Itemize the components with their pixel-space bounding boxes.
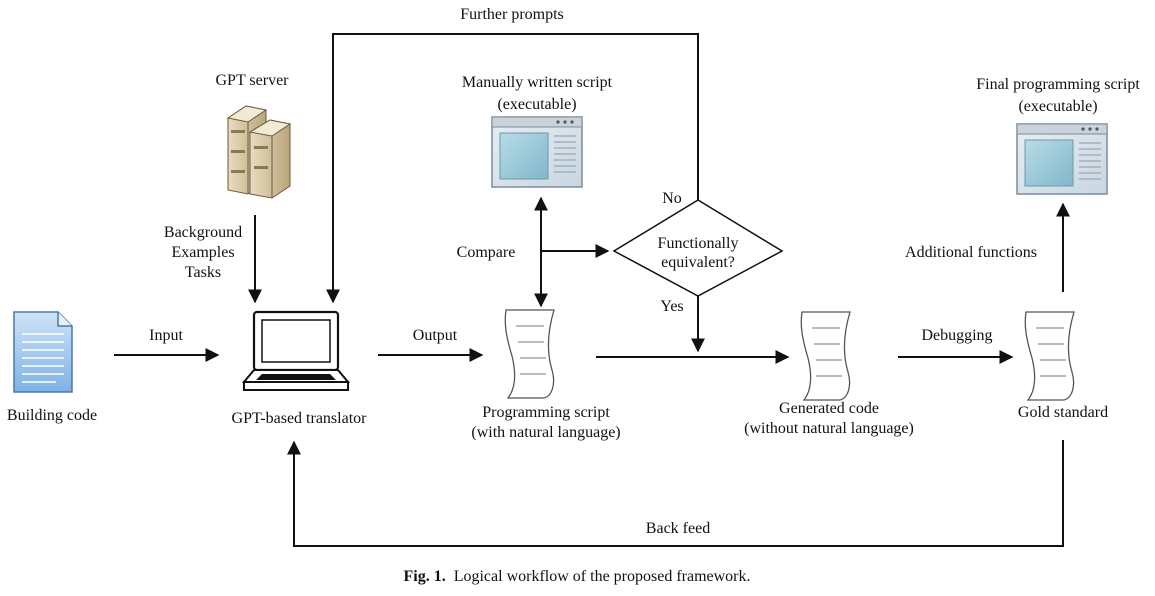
input-label: Input bbox=[149, 327, 183, 344]
programming-script-label: Programming script bbox=[482, 404, 610, 421]
compare-label: Compare bbox=[456, 244, 516, 261]
further-prompts-loop bbox=[326, 33, 699, 304]
output-label: Output bbox=[412, 327, 458, 344]
gold-standard-scroll-icon bbox=[1024, 311, 1075, 401]
figure-caption: Fig. 1. Logical workflow of the proposed… bbox=[403, 568, 750, 586]
programming-script-sublabel: (with natural language) bbox=[471, 424, 621, 441]
manual-script-label: Manually written script bbox=[461, 74, 613, 91]
back-feed-label: Back feed bbox=[645, 520, 711, 537]
background-label: Background bbox=[163, 224, 243, 241]
gpt-server-label: GPT server bbox=[215, 72, 289, 89]
decision-label-line1: Functionally bbox=[657, 235, 739, 252]
figure-caption-label: Fig. 1. bbox=[403, 568, 446, 585]
generated-code-sublabel: (without natural language) bbox=[744, 420, 914, 437]
generated-code-label: Generated code bbox=[779, 400, 879, 417]
translator-label: GPT-based translator bbox=[231, 410, 367, 427]
final-script-label: Final programming script bbox=[976, 76, 1140, 93]
yes-label: Yes bbox=[660, 298, 684, 315]
back-feed-loop bbox=[287, 440, 1064, 547]
gpt-translator-laptop-icon bbox=[241, 310, 351, 391]
generated-code-scroll-icon bbox=[800, 311, 851, 401]
further-prompts-label: Further prompts bbox=[460, 6, 564, 23]
building-code-document-icon bbox=[13, 311, 73, 393]
gpt-server-icon bbox=[226, 105, 292, 199]
figure-caption-text: Logical workflow of the proposed framewo… bbox=[453, 568, 751, 585]
additional-functions-label: Additional functions bbox=[905, 244, 1037, 261]
final-script-sublabel: (executable) bbox=[1018, 98, 1098, 115]
no-label: No bbox=[662, 190, 682, 207]
debugging-label: Debugging bbox=[921, 327, 993, 344]
final-script-window-icon bbox=[1016, 123, 1108, 195]
examples-label: Examples bbox=[171, 244, 235, 261]
programming-script-scroll-icon bbox=[504, 309, 555, 399]
building-code-label: Building code bbox=[6, 407, 98, 424]
tasks-label: Tasks bbox=[184, 264, 222, 281]
gold-standard-label: Gold standard bbox=[1017, 404, 1109, 421]
decision-label-line2: equivalent? bbox=[661, 254, 735, 271]
manual-script-sublabel: (executable) bbox=[497, 96, 577, 113]
manual-script-window-icon bbox=[491, 116, 583, 188]
